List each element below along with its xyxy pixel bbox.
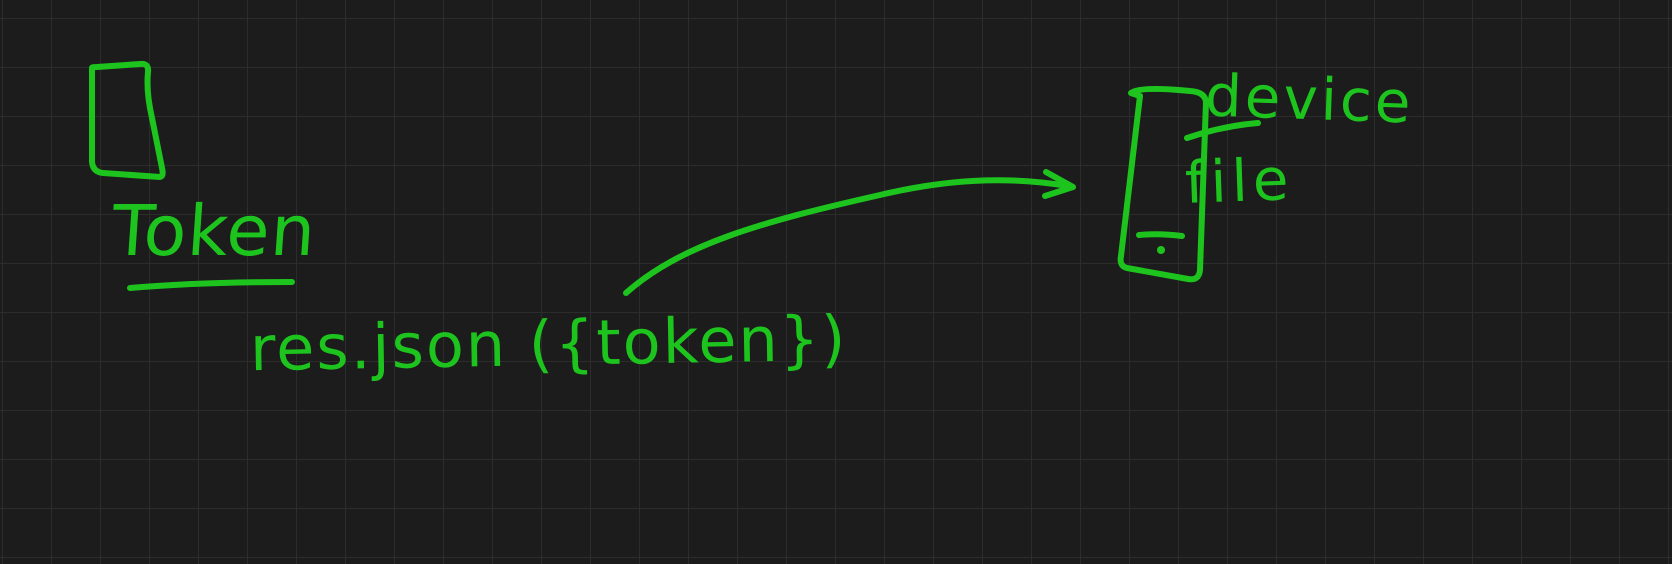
arrow-head	[1042, 169, 1076, 199]
device-phone-button	[1157, 246, 1165, 254]
response-code-label: res.json ({token})	[249, 301, 848, 386]
device-phone-home-bar	[1136, 231, 1185, 239]
token-label: Token	[109, 190, 320, 272]
device-label-pointer	[1184, 120, 1261, 141]
flow-arrow	[623, 177, 1071, 296]
device-label: device	[1203, 61, 1415, 137]
device-phone-outline	[1117, 85, 1209, 283]
file-label: file	[1183, 145, 1295, 217]
token-underline	[127, 279, 295, 291]
token-document-shape	[89, 60, 166, 180]
